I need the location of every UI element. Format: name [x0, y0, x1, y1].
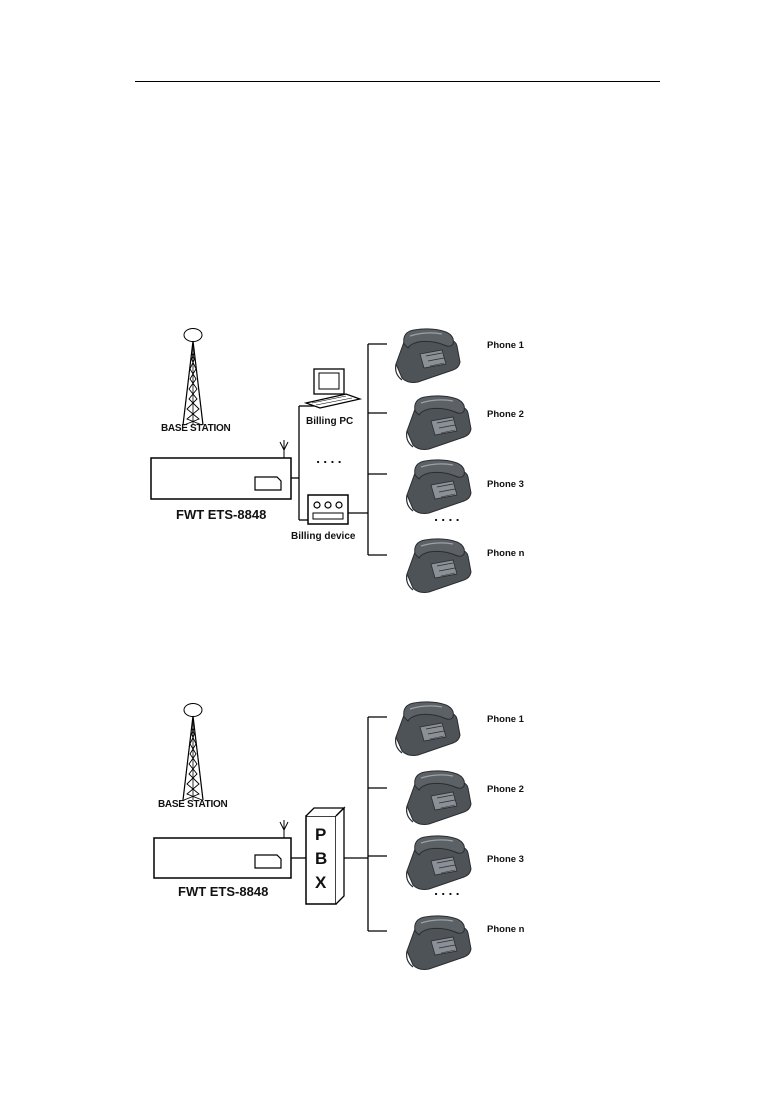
fwt-antenna-icon [279, 820, 289, 838]
phone-icon-3 [406, 835, 472, 891]
computer-icon [303, 368, 363, 409]
fwt-antenna-icon [279, 440, 289, 458]
phone-icon-3 [406, 459, 472, 515]
fwt-label: FWT ETS-8848 [176, 507, 267, 522]
fwt-device-box-1 [150, 457, 292, 500]
base-station-label: BASE STATION [161, 423, 231, 434]
phone-icon-n [406, 915, 472, 971]
phone-label: Phone n [487, 924, 525, 935]
phone-label: Phone n [487, 548, 525, 559]
phone-icon-1 [395, 328, 461, 384]
base-station-tower-1 [182, 327, 204, 426]
fwt-device-box-2 [153, 837, 292, 879]
sim-slot-icon [254, 476, 282, 491]
billing-device-icon [307, 494, 349, 525]
pbx-letter: B [315, 849, 328, 868]
base-station-label: BASE STATION [158, 799, 228, 810]
phone-label: Phone 1 [487, 340, 524, 351]
phone-label: Phone 2 [487, 409, 524, 420]
ellipsis-dots: .... [316, 453, 345, 466]
phone-label: Phone 3 [487, 479, 524, 490]
header-rule [135, 81, 660, 82]
fwt-label: FWT ETS-8848 [178, 884, 269, 899]
phone-icon-n [406, 538, 472, 594]
pbx-letter: P [315, 825, 327, 844]
phone-icon-2 [406, 395, 472, 451]
ellipsis-dots: .... [434, 511, 463, 524]
pbx-letter: X [315, 873, 327, 892]
billing-pc-label: Billing PC [306, 416, 354, 427]
pbx-box [305, 806, 346, 905]
billing-device-label: Billing device [291, 531, 356, 542]
base-station-tower-2 [182, 702, 204, 801]
phone-label: Phone 1 [487, 714, 524, 725]
phone-icon-2 [406, 770, 472, 826]
sim-slot-icon [254, 854, 282, 869]
phone-label: Phone 3 [487, 854, 524, 865]
phone-icon-1 [395, 701, 461, 757]
phone-label: Phone 2 [487, 784, 524, 795]
ellipsis-dots: .... [434, 885, 463, 898]
